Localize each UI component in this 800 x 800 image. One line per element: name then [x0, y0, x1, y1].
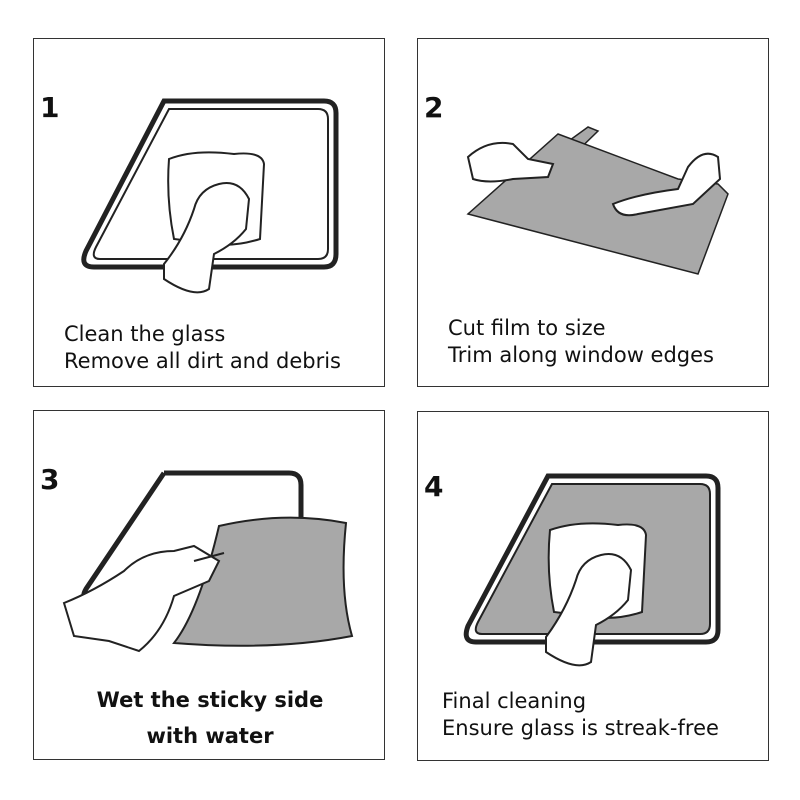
step-description: with water — [146, 724, 274, 748]
step-number: 4 — [424, 470, 444, 503]
step-4-panel: 4 Final cleaning Ensure glass is streak-… — [417, 411, 769, 761]
step-1-panel: 1 Clean the glass Remove all dirt and de… — [33, 38, 385, 387]
step-title: Final cleaning — [442, 689, 587, 713]
wet-film-illustration — [62, 470, 354, 653]
final-cleaning-illustration — [463, 473, 721, 667]
step-2-panel: 2 Cut film to size Trim along window edg… — [417, 38, 769, 387]
step-3-panel: 3 Wet the sticky side with water — [33, 410, 385, 760]
step-title: Wet the sticky side — [96, 688, 324, 712]
clean-glass-illustration — [81, 98, 339, 294]
step-number: 1 — [40, 91, 60, 124]
cut-film-illustration — [466, 126, 729, 275]
step-title: Clean the glass — [64, 322, 226, 346]
step-number: 2 — [424, 91, 444, 124]
step-description: Remove all dirt and debris — [64, 349, 341, 373]
step-title: Cut film to size — [448, 316, 606, 340]
step-number: 3 — [40, 463, 60, 496]
step-description: Ensure glass is streak-free — [442, 716, 719, 740]
step-description: Trim along window edges — [448, 343, 714, 367]
